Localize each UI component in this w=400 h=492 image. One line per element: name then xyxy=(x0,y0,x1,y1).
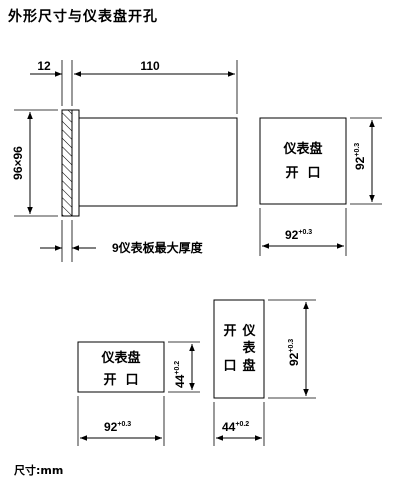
cutout-square: 仪表盘 开 口 92+0.3 92+0.3 xyxy=(259,117,382,256)
cutout-horizontal-height-value: 44 xyxy=(173,374,187,388)
cutout-vertical-col2-char: 仪 xyxy=(241,324,256,339)
units-note: 尺寸:mm xyxy=(14,464,64,477)
dim-12-label: 12 xyxy=(37,59,51,73)
cutout-vertical-width-tol: +0.2 xyxy=(235,421,249,428)
cutout-square-height-tol: +0.3 xyxy=(354,143,361,157)
cutout-vertical-rect xyxy=(213,299,265,399)
cutout-vertical-col1-bottom: 口 xyxy=(223,359,236,374)
cutout-square-width-value: 92 xyxy=(285,228,299,242)
svg-text:92+0.3: 92+0.3 xyxy=(285,228,312,242)
svg-text:44+0.2: 44+0.2 xyxy=(173,361,187,388)
svg-text:44+0.2: 44+0.2 xyxy=(222,420,249,434)
cutout-square-width-tol: +0.3 xyxy=(298,229,312,236)
cutout-vertical-height-value: 92 xyxy=(287,352,301,366)
meter-body xyxy=(78,117,238,207)
mounting-panel xyxy=(61,109,73,217)
dim-9-label: 9仪表板最大厚度 xyxy=(112,240,204,255)
cutout-horizontal-height-tol: +0.2 xyxy=(174,361,181,375)
cutout-vertical-width-value: 44 xyxy=(222,420,236,434)
cutout-horizontal: 仪表盘 开 口 44+0.2 92+0.3 xyxy=(77,341,200,446)
front-view: 12 110 96×96 9仪表板最大厚度 xyxy=(11,59,238,262)
svg-text:92+0.3: 92+0.3 xyxy=(287,339,301,366)
cutout-horizontal-width-value: 92 xyxy=(104,420,118,434)
page-title: 外形尺寸与仪表盘开孔 xyxy=(8,9,158,25)
dim-96-label: 96×96 xyxy=(11,146,25,180)
dim-110-label: 110 xyxy=(140,59,160,73)
meter-bezel xyxy=(71,109,80,217)
cutout-vertical-col2-char: 盘 xyxy=(242,358,255,374)
cutout-square-line1: 仪表盘 xyxy=(282,141,322,157)
svg-text:92+0.3: 92+0.3 xyxy=(353,143,367,170)
cutout-vertical-height-tol: +0.3 xyxy=(288,339,295,353)
cutout-vertical: 开 口 仪 表 盘 92+0.3 44+0.2 xyxy=(213,299,316,446)
cutout-horizontal-line2: 开 口 xyxy=(103,373,138,388)
cutout-square-line2: 开 口 xyxy=(285,166,320,181)
cutout-horizontal-width-tol: +0.3 xyxy=(117,421,131,428)
cutout-vertical-col2-char: 表 xyxy=(241,340,256,356)
cutout-horizontal-rect xyxy=(77,341,165,393)
svg-text:92+0.3: 92+0.3 xyxy=(104,420,131,434)
cutout-vertical-col1-top: 开 xyxy=(223,324,236,339)
cutout-square-rect xyxy=(259,117,347,205)
cutout-square-height-value: 92 xyxy=(353,156,367,170)
cutout-horizontal-line1: 仪表盘 xyxy=(100,350,140,366)
